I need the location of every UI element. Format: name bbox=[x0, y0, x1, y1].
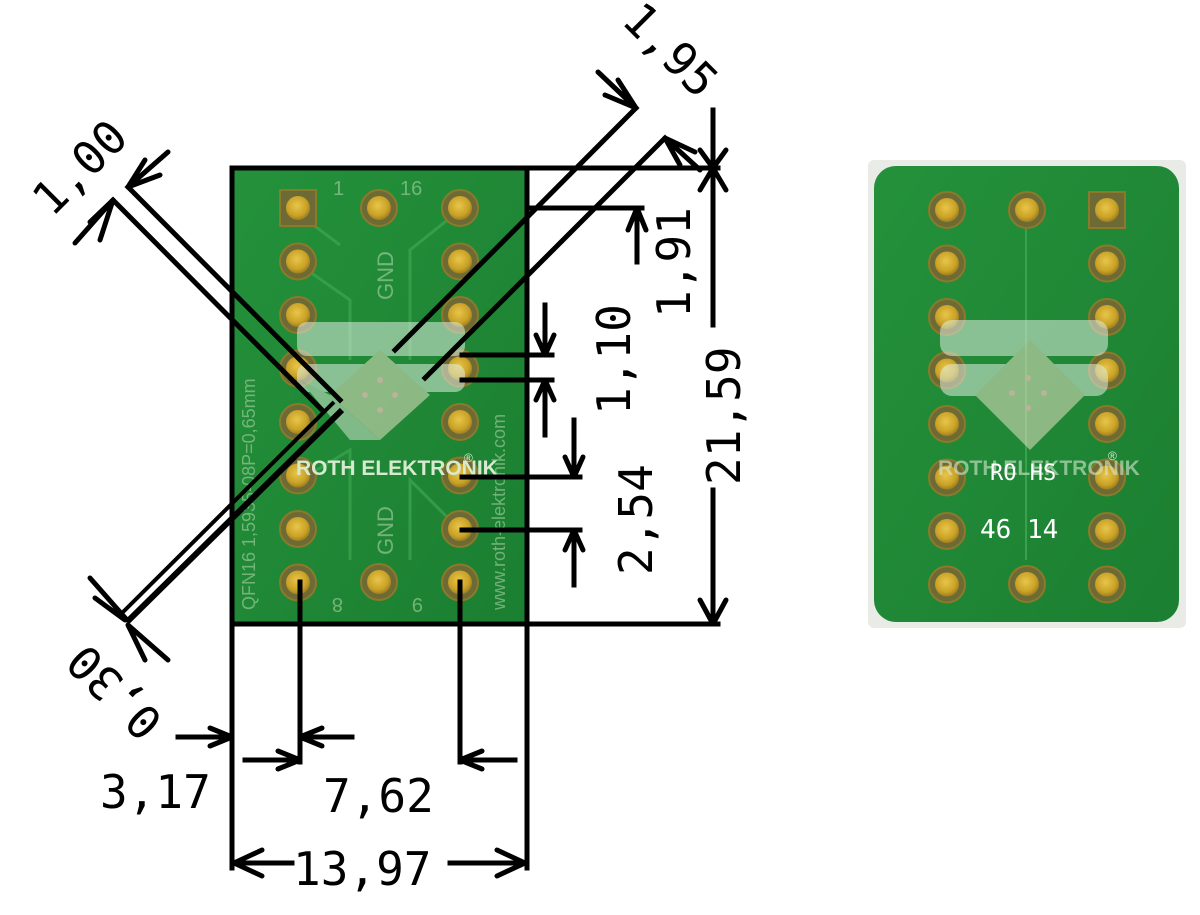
dim-label-pad-row-pitch: 1,10 bbox=[587, 304, 641, 415]
solder-pad bbox=[935, 198, 959, 222]
dimension-lines bbox=[72, 69, 729, 879]
solder-pad bbox=[1095, 572, 1119, 597]
dim-line-1-00-b bbox=[109, 196, 326, 414]
photo-center-vias bbox=[1009, 375, 1047, 411]
pcb-board-photo: ROTH ELEKTRONIK ® RO HS 46 14 bbox=[868, 160, 1186, 628]
solder-pad bbox=[448, 303, 472, 327]
pin-16-label: 16 bbox=[400, 178, 422, 200]
left-edge-label: QFN16 1,5935-08P=0,65mm bbox=[239, 378, 259, 610]
arrow-1-95-a bbox=[595, 69, 639, 111]
dim-label-edge-to-pin: 3,17 bbox=[100, 765, 211, 819]
solder-pad bbox=[448, 410, 472, 434]
dim-line-1-95-b bbox=[421, 134, 669, 382]
right-edge-label: www.roth-elektronik.com bbox=[489, 414, 509, 611]
dim-line-0-30-b bbox=[119, 400, 336, 616]
arrow-21-59-bottom bbox=[697, 597, 729, 627]
solder-pad bbox=[1095, 412, 1119, 436]
solder-pad bbox=[1095, 465, 1119, 490]
dim-label-top-offset: 1,91 bbox=[647, 207, 701, 318]
arrow-13-97-right bbox=[494, 847, 528, 879]
board-outline bbox=[229, 165, 530, 627]
gnd-label-bottom: GND bbox=[373, 506, 398, 555]
arrow-21-59-top bbox=[697, 147, 729, 193]
pin-8-label: 8 bbox=[332, 593, 343, 615]
qfn-center-vias bbox=[362, 377, 398, 413]
dim-label-board-width: 13,97 bbox=[293, 842, 431, 896]
solder-pad bbox=[935, 465, 959, 490]
solder-pad bbox=[286, 196, 310, 220]
pcb-board-drawing: QFN16 1,5935-08P=0,65mm www.roth-elektro… bbox=[232, 168, 527, 624]
solder-pad bbox=[367, 570, 391, 594]
arrow-1-10-top bbox=[533, 332, 557, 358]
solder-pad bbox=[1015, 572, 1039, 596]
solder-pad bbox=[367, 196, 391, 220]
dim-line-1-00-a bbox=[124, 183, 344, 404]
solder-pad bbox=[1095, 519, 1119, 543]
solder-pad bbox=[448, 249, 472, 274]
pin-1-label: 1 bbox=[333, 178, 344, 200]
dim-line-1-95-a bbox=[391, 104, 640, 354]
gnd-label-top: GND bbox=[373, 251, 398, 300]
date-code-label: 46 14 bbox=[980, 515, 1058, 545]
solder-pad bbox=[1095, 198, 1119, 222]
pin-9-label: 9 bbox=[412, 593, 423, 615]
solder-pad bbox=[286, 517, 310, 541]
solder-pad bbox=[935, 572, 959, 597]
dim-label-pad-pitch-diag: 1,95 bbox=[612, 0, 729, 108]
rohs-label: RO HS bbox=[990, 461, 1056, 486]
solder-pad bbox=[1015, 198, 1039, 222]
arrow-3-17-left bbox=[207, 725, 235, 749]
photo-brand-label: ROTH ELEKTRONIK bbox=[938, 457, 1140, 480]
dim-label-pin-pitch: 2,54 bbox=[609, 464, 663, 575]
pad-group-photo-board bbox=[928, 191, 1126, 604]
arrow-0-30-a bbox=[87, 575, 130, 623]
arrow-3-17-right bbox=[297, 725, 325, 749]
arrow-7-62-right bbox=[457, 748, 485, 772]
solder-pad bbox=[935, 251, 959, 276]
arrow-2-54-bottom bbox=[562, 527, 586, 553]
arrow-13-97-left bbox=[231, 847, 265, 879]
photo-logo bbox=[940, 320, 1108, 450]
arrow-0-30-b bbox=[125, 622, 171, 663]
solder-pad bbox=[935, 519, 959, 543]
solder-pad bbox=[935, 412, 959, 436]
solder-pad bbox=[286, 410, 310, 434]
arrow-1-00-b bbox=[72, 197, 116, 246]
arrow-1-10-bottom bbox=[533, 377, 557, 403]
solder-pad bbox=[448, 196, 472, 220]
solder-pad bbox=[286, 249, 310, 274]
solder-pad bbox=[286, 463, 310, 488]
solder-pad bbox=[286, 303, 310, 327]
arrow-1-00-a bbox=[125, 149, 171, 190]
arrow-2-54-top bbox=[562, 454, 586, 480]
photo-registered-mark: ® bbox=[1108, 449, 1117, 463]
solder-pad bbox=[1095, 251, 1119, 276]
arrow-7-62-left bbox=[275, 748, 303, 772]
dim-label-row-spacing: 7,62 bbox=[323, 769, 434, 823]
brand-label: ROTH ELEKTRONIK bbox=[296, 457, 498, 480]
dim-line-0-30-a bbox=[124, 407, 345, 625]
arrow-1-95-b bbox=[662, 135, 703, 173]
dim-label-board-height: 21,59 bbox=[697, 347, 751, 485]
registered-mark: ® bbox=[464, 451, 473, 465]
arrow-1-91 bbox=[625, 205, 649, 233]
